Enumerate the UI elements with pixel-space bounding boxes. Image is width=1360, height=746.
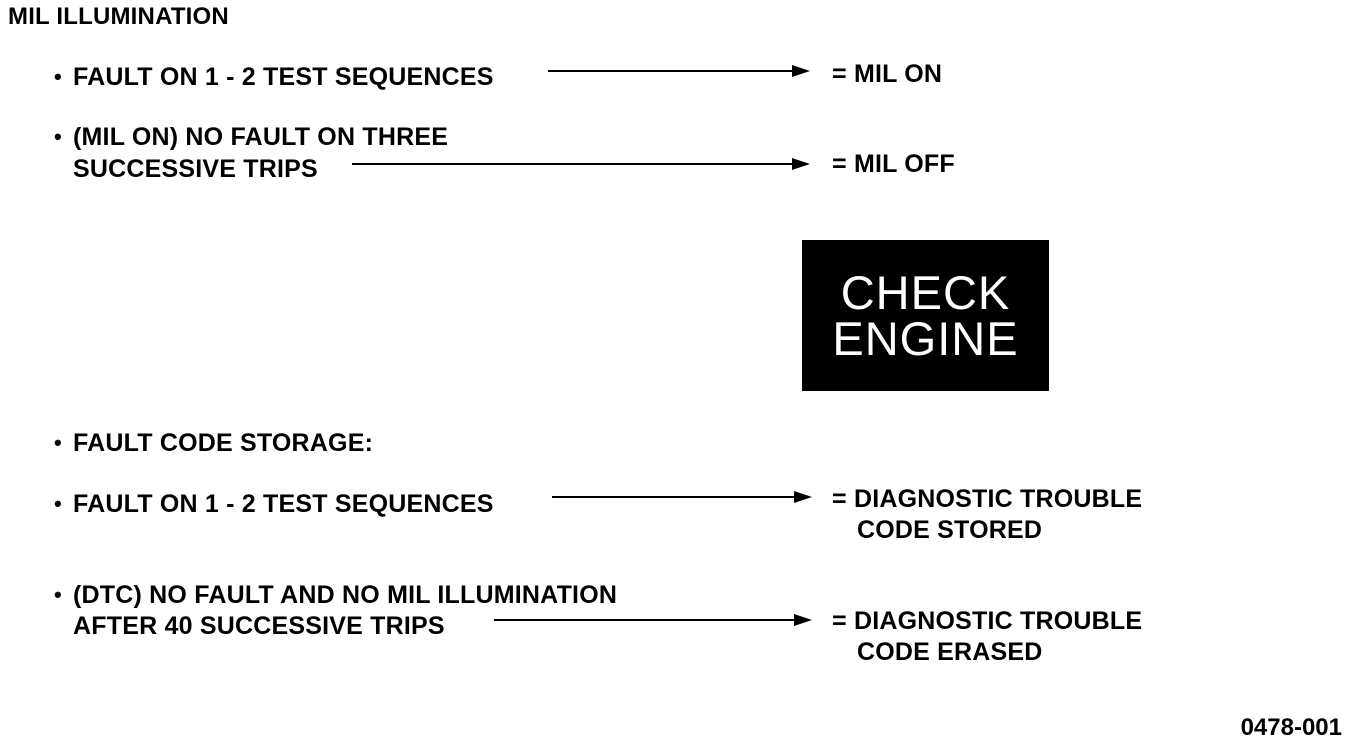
rule-5-condition-line-2: AFTER 40 SUCCESSIVE TRIPS bbox=[73, 612, 445, 640]
rule-5-result-line-1: = DIAGNOSTIC TROUBLE bbox=[832, 607, 1143, 635]
bullet-icon: • bbox=[54, 491, 62, 516]
fault-code-storage-heading: FAULT CODE STORAGE: bbox=[73, 429, 374, 457]
check-engine-lamp-line-2: ENGINE bbox=[832, 311, 1019, 365]
rule-5-result-line-2: CODE ERASED bbox=[857, 638, 1043, 666]
rule-2-condition-line-2: SUCCESSIVE TRIPS bbox=[73, 155, 318, 183]
diagram-title: MIL ILLUMINATION bbox=[8, 3, 229, 30]
bullet-icon: • bbox=[54, 430, 62, 455]
rule-4-result-line-1: = DIAGNOSTIC TROUBLE bbox=[832, 485, 1143, 513]
rule-5-condition-line-1: (DTC) NO FAULT AND NO MIL ILLUMINATION bbox=[73, 581, 618, 609]
bullet-icon: • bbox=[54, 582, 62, 607]
rule-4-condition: FAULT ON 1 - 2 TEST SEQUENCES bbox=[73, 490, 494, 518]
rule-2-result: = MIL OFF bbox=[832, 150, 955, 178]
check-engine-lamp-line-1: CHECK bbox=[840, 265, 1011, 319]
arrow-right-icon bbox=[352, 157, 810, 171]
rule-1-result: = MIL ON bbox=[832, 60, 943, 88]
arrow-right-icon bbox=[552, 490, 812, 504]
check-engine-lamp: CHECK ENGINE bbox=[802, 240, 1049, 391]
rule-2-condition-line-1: (MIL ON) NO FAULT ON THREE bbox=[73, 123, 449, 151]
arrow-right-icon bbox=[548, 64, 810, 78]
figure-code: 0478-001 bbox=[1240, 714, 1342, 741]
arrow-right-icon bbox=[494, 613, 812, 627]
rule-1-condition: FAULT ON 1 - 2 TEST SEQUENCES bbox=[73, 63, 494, 91]
bullet-icon: • bbox=[54, 124, 62, 149]
rule-4-result-line-2: CODE STORED bbox=[857, 516, 1043, 544]
bullet-icon: • bbox=[54, 64, 62, 89]
